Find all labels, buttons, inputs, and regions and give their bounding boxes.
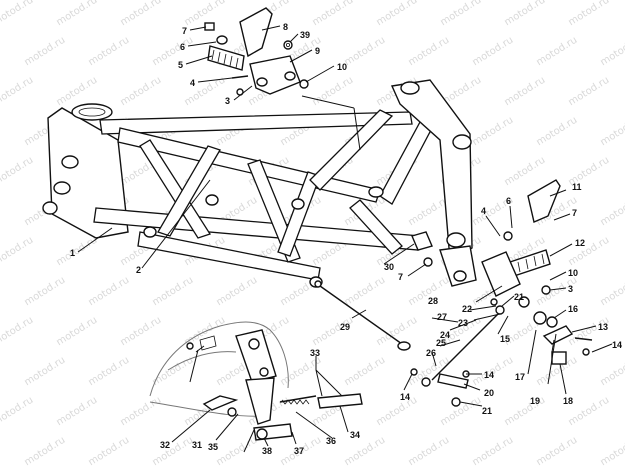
callout-18: 18	[563, 396, 573, 406]
callout-1: 1	[70, 248, 75, 258]
brake-lever	[542, 325, 574, 345]
leader-lines	[77, 25, 613, 453]
rod-end	[551, 351, 567, 365]
callout-4-top: 4	[190, 78, 195, 88]
callout-28: 28	[428, 296, 438, 306]
callout-3-right: 3	[568, 284, 573, 294]
callout-35: 35	[208, 442, 218, 452]
head-boss-mid	[452, 134, 472, 150]
callout-12: 12	[575, 238, 585, 248]
right-bracket	[481, 251, 521, 297]
head-boss-top	[400, 81, 420, 95]
callout-7-right: 7	[572, 208, 577, 218]
bolt-head-7	[204, 22, 215, 31]
callout-10-top: 10	[337, 62, 347, 72]
pivot-boss-3	[42, 201, 58, 215]
gear-lever-assembly	[149, 321, 363, 441]
footpeg-rubber	[207, 45, 245, 71]
callout-3: 3	[225, 96, 230, 106]
upper-tube-left	[99, 111, 413, 135]
callout-11: 11	[572, 182, 582, 192]
callout-30: 30	[384, 262, 394, 272]
callout-22: 22	[462, 304, 472, 314]
right-heel-guard	[527, 179, 561, 223]
callout-29: 29	[340, 322, 350, 332]
callout-24: 24	[440, 330, 450, 340]
frame-loop	[71, 103, 113, 121]
callout-36: 36	[326, 436, 336, 446]
callout-9: 9	[315, 46, 320, 56]
callout-20: 20	[484, 388, 494, 398]
rear-lug	[439, 245, 477, 287]
callout-6-right: 6	[506, 196, 511, 206]
callout-38: 38	[262, 446, 272, 456]
left-footpeg-assembly	[204, 7, 309, 96]
pivot-spindle	[314, 280, 411, 351]
callout-25: 25	[436, 338, 446, 348]
heel-guard	[239, 7, 273, 58]
callout-33: 33	[310, 348, 320, 358]
callout-14-mid: 14	[484, 370, 494, 380]
callout-16: 16	[568, 304, 578, 314]
callout-4-right: 4	[481, 206, 486, 216]
callout-17: 17	[515, 372, 525, 382]
callout-8: 8	[283, 22, 288, 32]
engine-outline	[149, 321, 289, 397]
callout-10-right: 10	[568, 268, 578, 278]
callout-15: 15	[500, 334, 510, 344]
callout-2: 2	[136, 265, 141, 275]
callout-32: 32	[160, 440, 170, 450]
right-footpeg-assembly	[481, 179, 593, 365]
callout-labels: 1 2 3 4 5 6 7 8 9 10 39 4 6 11 7 12 10 3…	[70, 22, 622, 456]
main-frame	[42, 79, 477, 288]
callout-34: 34	[350, 430, 360, 440]
linkage-rod	[431, 313, 499, 381]
head-boss-low	[446, 232, 466, 248]
diag-6	[379, 121, 433, 205]
diag-2	[157, 145, 221, 237]
gear-rod	[317, 393, 363, 409]
diag-5	[309, 109, 394, 191]
callout-7-mid: 7	[398, 272, 403, 282]
callout-5: 5	[178, 60, 183, 70]
gear-spring	[279, 395, 317, 403]
callout-7-top: 7	[182, 26, 187, 36]
callout-14-left: 14	[400, 392, 410, 402]
pivot-boss-1	[61, 155, 79, 169]
pivot-boss-2	[53, 181, 71, 195]
callout-31: 31	[192, 440, 202, 450]
callout-39: 39	[300, 30, 310, 40]
callout-26: 26	[426, 348, 436, 358]
callout-23: 23	[458, 318, 468, 328]
diag-4	[277, 171, 321, 257]
gear-bracket	[235, 329, 277, 383]
callout-21-lower: 21	[482, 406, 492, 416]
gear-arm	[202, 395, 239, 411]
callout-27: 27	[437, 312, 447, 322]
callout-37: 37	[294, 446, 304, 456]
gear-lever	[245, 377, 275, 425]
callout-19: 19	[530, 396, 540, 406]
diag-7	[349, 199, 403, 255]
callout-14-right: 14	[612, 340, 622, 350]
callout-6-top: 6	[180, 42, 185, 52]
callout-21-upper: 21	[514, 292, 524, 302]
callout-13: 13	[598, 322, 608, 332]
